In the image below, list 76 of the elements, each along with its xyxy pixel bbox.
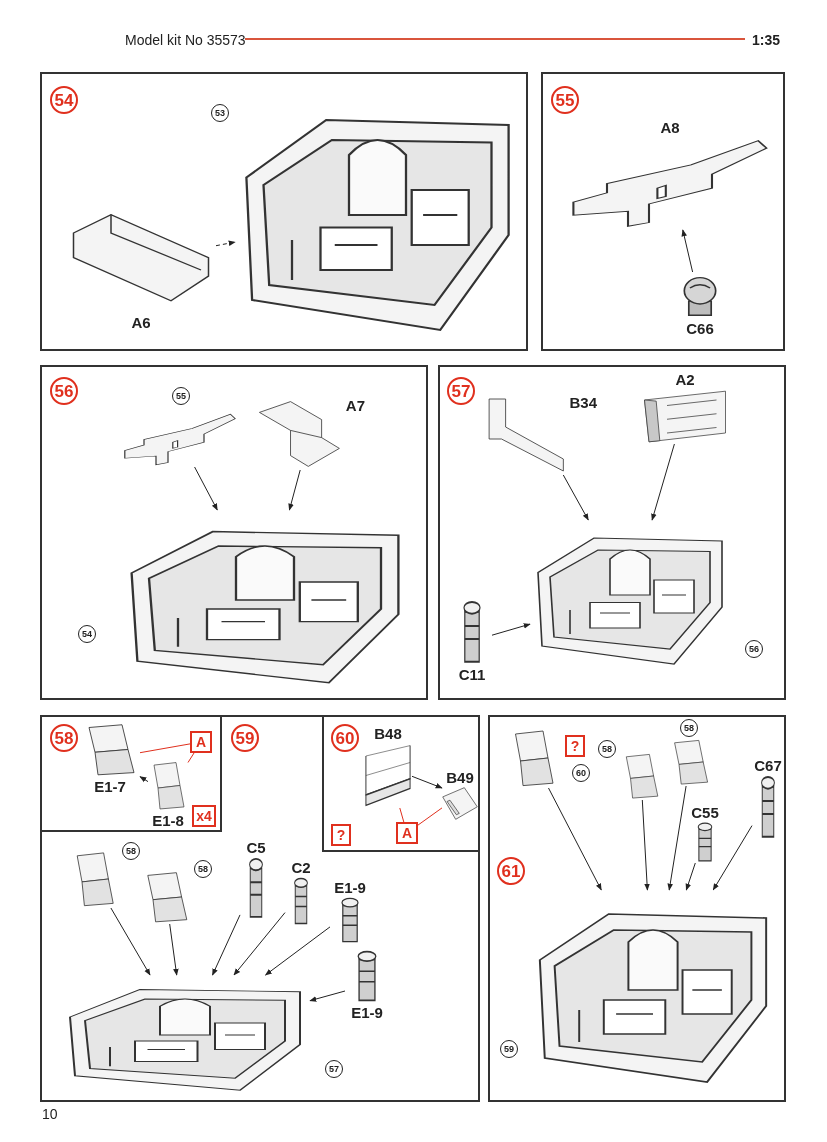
step-panel [40, 715, 480, 1102]
leader-line [399, 807, 405, 823]
step-panel [322, 715, 480, 852]
assembly-arrow [309, 990, 346, 1002]
subassembly-reference: 58 [194, 860, 212, 878]
part-number: A2 [675, 372, 695, 387]
marker-tag: x4 [192, 805, 216, 827]
assembly-arrow [139, 776, 149, 783]
part-number: A6 [131, 315, 151, 330]
leader-line [139, 743, 191, 754]
leader-line [187, 752, 195, 763]
part-number: B49 [446, 770, 474, 785]
subassembly-reference: 53 [211, 104, 229, 122]
assembly-arrow [641, 799, 650, 891]
part-number: A7 [345, 398, 365, 413]
assembly-arrow [651, 443, 675, 521]
part-number: E1-8 [152, 813, 184, 828]
assembly-arrow [491, 623, 531, 636]
assembly-arrow [681, 229, 694, 273]
step-number: 56 [50, 377, 78, 405]
subassembly-reference: 57 [325, 1060, 343, 1078]
part-number: B48 [374, 726, 402, 741]
subassembly-reference: 58 [680, 719, 698, 737]
assembly-arrow [169, 923, 179, 976]
step-number: 58 [50, 724, 78, 752]
subassembly-reference: 54 [78, 625, 96, 643]
part-number: C67 [754, 758, 782, 773]
assembly-arrow [685, 862, 696, 891]
part-number: A8 [660, 120, 680, 135]
subassembly-reference: 58 [122, 842, 140, 860]
assembly-arrow [212, 914, 241, 976]
part-number: C55 [691, 805, 719, 820]
assembly-arrow [215, 240, 236, 247]
part-number: C11 [458, 667, 486, 682]
marker-tag: A [190, 731, 212, 753]
step-number: 61 [497, 857, 525, 885]
part-number: E1-9 [334, 880, 366, 895]
marker-tag: ? [565, 735, 585, 757]
step-number: 55 [551, 86, 579, 114]
subassembly-reference: 60 [572, 764, 590, 782]
subassembly-reference: 58 [598, 740, 616, 758]
step-panel [488, 715, 786, 1102]
assembly-arrow [411, 775, 443, 789]
step-panel [40, 72, 528, 351]
assembly-arrow [264, 926, 331, 976]
assembly-arrow [548, 787, 602, 891]
step-number: 54 [50, 86, 78, 114]
part-number: C2 [291, 860, 311, 875]
step-number: 60 [331, 724, 359, 752]
assembly-arrow [712, 825, 753, 891]
marker-tag: ? [331, 824, 351, 846]
step-panel [438, 365, 786, 700]
assembly-arrow [288, 469, 301, 511]
step-number: 57 [447, 377, 475, 405]
part-number: E1-9 [351, 1005, 383, 1020]
scale-label: 1:35 [752, 31, 781, 50]
part-number: C66 [686, 321, 714, 336]
step-panel [541, 72, 785, 351]
assembly-arrow [233, 912, 286, 976]
part-number: B34 [569, 395, 597, 410]
part-number: E1-7 [94, 779, 126, 794]
marker-tag: A [396, 822, 418, 844]
leader-line [417, 807, 443, 826]
assembly-arrow [194, 466, 218, 511]
subassembly-reference: 56 [745, 640, 763, 658]
subassembly-reference: 59 [500, 1040, 518, 1058]
step-panel [40, 365, 428, 700]
kit-number: Model kit No 35573 [125, 31, 246, 50]
assembly-arrow [667, 785, 687, 891]
step-panel [40, 715, 222, 832]
step-number: 59 [231, 724, 259, 752]
subassembly-reference: 55 [172, 387, 190, 405]
page-number: 10 [42, 1105, 58, 1124]
assembly-arrow [562, 474, 589, 521]
assembly-arrow [110, 907, 151, 976]
part-number: C5 [246, 840, 266, 855]
